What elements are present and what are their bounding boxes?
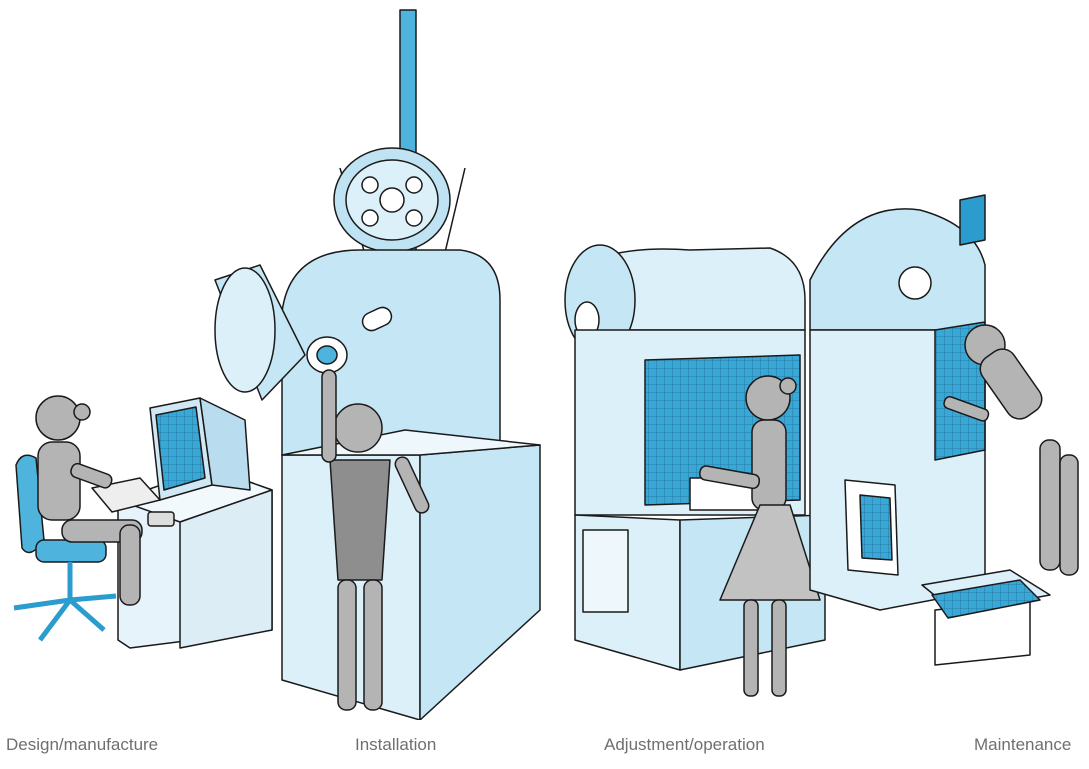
caption-design-manufacture: Design/manufacture (6, 735, 159, 754)
technician-figure (943, 324, 1079, 576)
designer-figure (35, 395, 143, 606)
maintenance-press (809, 194, 1079, 666)
operation-press (564, 244, 826, 697)
lifecycle-scene (13, 9, 1079, 720)
caption-maintenance: Maintenance (974, 735, 1072, 754)
flywheel (333, 147, 451, 253)
toolbox (921, 569, 1051, 666)
caption-installation: Installation (355, 735, 437, 754)
operator-figure (698, 375, 821, 697)
installation-press (214, 9, 541, 720)
control-box (582, 529, 629, 613)
design-workstation (13, 395, 273, 649)
installer-figure (321, 369, 430, 711)
caption-adjustment-operation: Adjustment/operation (604, 735, 765, 754)
press-crown (809, 208, 986, 331)
